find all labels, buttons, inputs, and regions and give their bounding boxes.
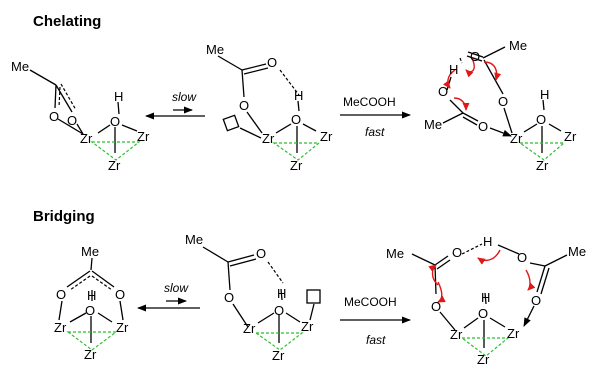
atom-zirconium: Zr — [507, 326, 520, 341]
atom-methyl: Me — [206, 42, 224, 57]
atom-oxygen: O — [267, 55, 277, 70]
chelating-structure-2: Me O O H O Zr Zr Zr — [206, 42, 333, 173]
equilibrium-arrows-chelating: slow — [145, 90, 205, 120]
atom-oxygen: O — [438, 84, 448, 99]
header-chelating: Chelating — [33, 13, 101, 30]
atom-oxygen: O — [239, 98, 249, 113]
atom-zirconium: Zr — [510, 131, 523, 146]
atom-oxygen: O — [498, 94, 508, 109]
condition-fast: fast — [365, 125, 385, 139]
atom-zirconium: Zr — [54, 320, 67, 335]
atom-oxygen: O — [478, 119, 488, 134]
bridging-structure-3: Me O H O Me O O H O Zr Zr Zr — [386, 234, 586, 367]
chelating-structure-3: Me O H O Me O O H O Zr Zr Zr — [424, 38, 577, 173]
atom-oxygen: O — [256, 246, 266, 261]
atom-oxygen: O — [536, 112, 546, 127]
atom-oxygen: O — [478, 306, 488, 321]
atom-oxygen: O — [85, 303, 95, 318]
atom-zirconium: Zr — [272, 348, 285, 363]
atom-oxygen: O — [531, 293, 541, 308]
forward-arrow-chelating: MeCOOH fast — [340, 95, 411, 139]
atom-oxygen: O — [49, 109, 59, 124]
atom-oxygen: O — [224, 290, 234, 305]
atom-zirconium: Zr — [108, 158, 121, 173]
atom-zirconium: Zr — [84, 347, 97, 362]
atom-zirconium: Zr — [450, 327, 463, 342]
atom-zirconium: Zr — [301, 319, 314, 334]
atom-hydrogen: H — [294, 88, 303, 103]
condition-reagent: MeCOOH — [344, 295, 397, 309]
forward-arrow-bridging: MeCOOH fast — [340, 295, 411, 347]
atom-oxygen: O — [274, 303, 284, 318]
atom-hydrogen: H — [277, 286, 286, 301]
condition-reagent: MeCOOH — [343, 95, 396, 109]
atom-zirconium: Zr — [137, 129, 150, 144]
atom-hydrogen: H — [114, 89, 123, 104]
atom-oxygen: O — [115, 287, 125, 302]
atom-hydrogen: H — [449, 62, 458, 77]
atom-zirconium: Zr — [262, 131, 275, 146]
atom-oxygen: O — [431, 299, 441, 314]
atom-zirconium: Zr — [116, 320, 129, 335]
atom-methyl: Me — [11, 59, 29, 74]
atom-zirconium: Zr — [477, 352, 490, 365]
atom-oxygen: O — [110, 114, 120, 129]
atom-methyl: Me — [424, 117, 442, 132]
vacant-site-square — [306, 289, 321, 304]
atom-methyl: Me — [185, 232, 203, 247]
atom-hydrogen: H — [540, 87, 549, 102]
condition-fast: fast — [366, 333, 386, 347]
atom-hydrogen: H — [87, 288, 96, 303]
condition-slow: slow — [172, 90, 197, 104]
atom-methyl: Me — [509, 38, 527, 53]
atom-zirconium: Zr — [564, 129, 577, 144]
atom-zirconium: Zr — [320, 129, 333, 144]
atom-oxygen: O — [517, 250, 527, 265]
atom-methyl: Me — [386, 246, 404, 261]
condition-slow: slow — [164, 281, 189, 295]
atom-hydrogen: H — [483, 234, 492, 249]
atom-methyl: Me — [81, 244, 99, 259]
atom-hydrogen: H — [481, 290, 490, 305]
atom-zirconium: Zr — [80, 131, 93, 146]
equilibrium-arrows-bridging: slow — [137, 281, 200, 312]
atom-zirconium: Zr — [243, 321, 256, 336]
bridging-structure-2: Me O O H O Zr Zr Zr — [185, 232, 321, 363]
atom-methyl: Me — [568, 244, 586, 259]
atom-oxygen: O — [452, 245, 462, 260]
atom-oxygen: O — [291, 112, 301, 127]
chelating-structure-1: Me O O H O Zr Zr Zr — [11, 59, 150, 173]
header-bridging: Bridging — [33, 208, 95, 225]
atom-zirconium: Zr — [290, 158, 303, 173]
vacant-site-square — [222, 114, 240, 132]
atom-oxygen: O — [67, 113, 77, 128]
atom-oxygen: O — [56, 287, 66, 302]
atom-zirconium: Zr — [536, 158, 549, 173]
atom-oxygen: O — [470, 49, 480, 64]
bridging-structure-1: Me O O H O Zr Zr Zr — [54, 244, 129, 362]
